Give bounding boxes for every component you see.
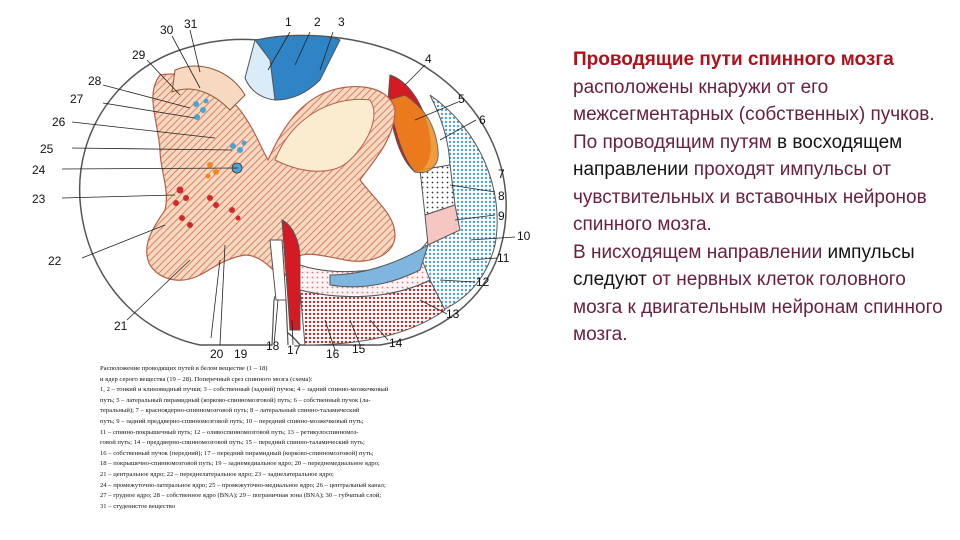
caption-line: и ядер серого вещества (19 – 28). Попере… — [100, 375, 540, 386]
caption-line: теральный); 7 – красноядерно-спинномозго… — [100, 406, 540, 417]
diagram-number-19: 19 — [234, 347, 248, 361]
diagram-number-24: 24 — [32, 163, 46, 177]
caption-line: говой путь; 14 – преддверно-спинномозгов… — [100, 438, 540, 449]
diagram-number-10: 10 — [517, 229, 531, 243]
diagram-number-23: 23 — [32, 192, 46, 206]
diagram-number-2: 2 — [314, 15, 321, 29]
diagram-number-28: 28 — [88, 74, 102, 88]
caption-line: путь; 5 – латеральный пирамидный (корков… — [100, 396, 540, 407]
diagram-caption: Расположение проводящих путей в белом ве… — [100, 364, 540, 512]
description-text: Проводящие пути спинного мозга расположе… — [573, 46, 943, 349]
diagram-number-18: 18 — [266, 339, 280, 353]
diagram-number-9: 9 — [498, 209, 505, 223]
title-part1: Проводящие пути спинного — [573, 49, 835, 70]
diagram-number-16: 16 — [326, 347, 340, 361]
diagram-number-12: 12 — [476, 275, 490, 289]
diagram-number-15: 15 — [352, 342, 366, 356]
diagram-number-20: 20 — [210, 347, 224, 361]
diagram-number-29: 29 — [132, 48, 146, 62]
diagram-number-7: 7 — [498, 167, 505, 181]
diagram-number-31: 31 — [184, 17, 198, 31]
caption-line: 1, 2 – тонкий и клиновидный пучки; 3 – с… — [100, 385, 540, 396]
caption-line: 24 – промежуточно-латеральное ядро; 25 –… — [100, 481, 540, 492]
diagram-number-4: 4 — [425, 52, 432, 66]
diagram-number-8: 8 — [498, 189, 505, 203]
diagram-number-30: 30 — [160, 23, 174, 37]
diagram-number-17: 17 — [287, 343, 301, 357]
title-part2: мозга — [841, 49, 894, 70]
diagram-number-1: 1 — [285, 15, 292, 29]
diagram-number-26: 26 — [52, 115, 66, 129]
caption-line: 16 – собственный пучок (передний); 17 – … — [100, 449, 540, 460]
text-segment-4: В нисходящем направлении — [573, 242, 822, 263]
diagram-number-14: 14 — [389, 336, 403, 350]
diagram-number-21: 21 — [114, 319, 128, 333]
caption-line: 11 – спинно-покрышечный путь; 12 – оливо… — [100, 428, 540, 439]
diagram-number-11: 11 — [497, 251, 510, 265]
diagram-number-5: 5 — [458, 92, 465, 106]
diagram-number-13: 13 — [446, 307, 460, 321]
diagram-number-25: 25 — [40, 142, 54, 156]
caption-line: 18 – покрышечно-спинномозговой путь; 19 … — [100, 459, 540, 470]
diagram-number-6: 6 — [479, 113, 486, 127]
caption-line: путь; 9 – задний преддверно-спинномозгов… — [100, 417, 540, 428]
caption-line: 21 – центральное ядро; 22 – переднелатер… — [100, 470, 540, 481]
diagram-number-27: 27 — [70, 92, 84, 106]
caption-line: Расположение проводящих путей в белом ве… — [100, 364, 540, 375]
caption-line: 27 – грудное ядро; 28 – собственное ядро… — [100, 491, 540, 502]
spinal-cord-cross-section-diagram: 1 2 3 4 5 6 7 8 9 10 11 12 13 14 15 16 1… — [0, 0, 560, 365]
diagram-number-3: 3 — [338, 15, 345, 29]
diagram-number-22: 22 — [48, 254, 62, 268]
caption-line: 31 – студенистое вещество — [100, 502, 540, 513]
